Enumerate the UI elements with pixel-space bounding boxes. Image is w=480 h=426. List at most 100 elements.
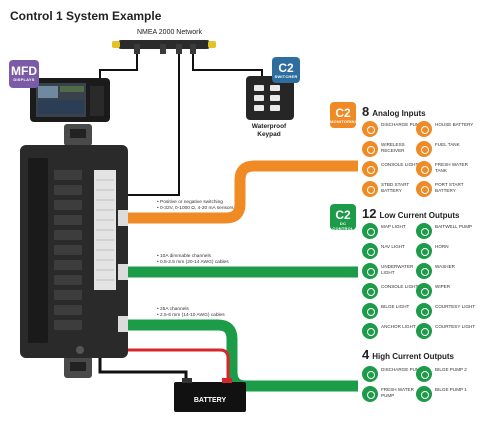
washer-icon [416, 263, 432, 279]
page-title: Control 1 System Example [10, 9, 162, 23]
high-current-count: 4 [362, 347, 370, 362]
item-label: Fresh Water Tank [435, 162, 468, 173]
low-current-item: Baitwell Pump [416, 223, 476, 239]
nmea-terminator-right [208, 41, 216, 48]
analog-item: Console Light [362, 161, 422, 177]
spec-line: • 0.5-2.5 mm (20-14 AWG) cables [157, 260, 229, 265]
pump-icon [416, 386, 432, 402]
analog-item: House Battery [416, 121, 476, 137]
switcher-badge-title: C2 [278, 61, 294, 75]
light-icon [362, 161, 378, 177]
monitoring-badge: C2 MONITORING [330, 102, 358, 128]
light-icon [362, 223, 378, 239]
item-label: Horn [435, 244, 449, 249]
item-label: Discharge Pump [381, 122, 423, 127]
battery-negative-cable [98, 355, 188, 382]
item-label: Underwater Light [381, 264, 414, 275]
spec-line: • 0-32V, 0-1000 Ω, 4-20 mA sensors [157, 206, 234, 211]
spec-line: • 10A dimmable channels [157, 254, 211, 259]
switcher-badge: C2 SWITCHER [272, 57, 300, 83]
mfd-badge-title: MFD [11, 64, 37, 78]
water-tank-icon [416, 161, 432, 177]
monitoring-badge-title: C2 [335, 106, 351, 120]
battery-label: BATTERY [193, 397, 227, 404]
battery [174, 382, 246, 412]
item-label: House Battery [435, 122, 474, 127]
light-icon [416, 303, 432, 319]
analog-item: Port Start Battery [416, 181, 476, 197]
switcher-badge-subtitle: SWITCHER [274, 74, 298, 79]
battery-positive-cable [100, 348, 230, 382]
analog-item: Discharge Pump [362, 121, 423, 137]
mfd-cable [99, 54, 138, 78]
dc-control-badge-subtitle: DC CONTROL [332, 221, 354, 231]
pump-icon [416, 223, 432, 239]
analog-heading-text: Analog Inputs [372, 109, 426, 118]
item-label: Baitwell Pump [435, 224, 473, 229]
battery-icon [416, 181, 432, 197]
low-current-heading-text: Low Current Outputs [379, 211, 460, 220]
light-icon [362, 323, 378, 339]
low-current-item: Washer [416, 263, 476, 279]
keypad-cable [192, 54, 263, 76]
item-label: Courtesy Light [435, 304, 476, 309]
item-label: Map Light [381, 224, 406, 229]
high-current-spec: • 25A channels • 2.5-6 mm (14-10 AWG) ca… [157, 307, 225, 319]
mfd-badge: MFD DISPLAYS [9, 60, 39, 88]
low-current-item: Courtesy Light [416, 303, 476, 319]
spec-line: • 25A channels [157, 307, 189, 312]
low-current-item: Underwater Light [362, 263, 422, 279]
discharge-pump-icon [362, 121, 378, 137]
analog-spec: • Positive or negative switching • 0-32V… [157, 200, 234, 212]
pump-icon [362, 386, 378, 402]
item-label: Console Light [381, 162, 419, 167]
item-label: Console Light [381, 284, 419, 289]
low-current-item: Bilge Light [362, 303, 422, 319]
light-icon [362, 263, 378, 279]
battery-icon [416, 121, 432, 137]
analog-cable [128, 160, 358, 224]
low-current-item: Courtesy Light [416, 323, 476, 339]
mfd-badge-subtitle: DISPLAYS [13, 77, 35, 82]
horn-icon [416, 243, 432, 259]
low-current-count: 12 [362, 206, 377, 221]
high-current-item: Bilge Pump 2 [416, 366, 476, 382]
low-current-item: Anchor Light [362, 323, 422, 339]
monitoring-badge-subtitle: MONITORING [330, 119, 358, 124]
item-label: Courtesy Light [435, 324, 476, 329]
light-icon [362, 243, 378, 259]
high-current-heading-text: High Current Outputs [372, 352, 455, 361]
pump-icon [362, 366, 378, 382]
low-current-item: Console Light [362, 283, 422, 299]
spec-line: • Positive or negative switching [157, 200, 223, 205]
pump-icon [416, 366, 432, 382]
item-label: Fuel Tank [435, 142, 460, 147]
item-label: Bilge Light [381, 304, 410, 309]
low-current-item: Map Light [362, 223, 422, 239]
low-current-item: Horn [416, 243, 476, 259]
low-current-item: Wiper [416, 283, 476, 299]
keypad-label: Waterproof Keypad [251, 123, 287, 138]
item-label: Anchor Light [381, 324, 416, 329]
analog-item: Fuel Tank [416, 141, 476, 157]
item-label: Nav Light [381, 244, 405, 249]
item-label: Wireless Receiver [381, 142, 405, 153]
wireless-icon [362, 141, 378, 157]
item-label: Stbd Start Battery [381, 182, 410, 193]
high-current-cable [128, 319, 358, 392]
light-icon [362, 303, 378, 319]
analog-item: Stbd Start Battery [362, 181, 422, 197]
light-icon [362, 283, 378, 299]
high-current-item: Discharge Pump [362, 366, 423, 382]
item-label: Bilge Pump 2 [435, 367, 467, 372]
nmea-terminator-left [112, 41, 120, 48]
analog-count: 8 [362, 104, 370, 119]
item-label: Bilge Pump 1 [435, 387, 467, 392]
high-current-item: Bilge Pump 1 [416, 386, 476, 402]
low-current-spec: • 10A dimmable channels • 0.5-2.5 mm (20… [157, 254, 229, 266]
